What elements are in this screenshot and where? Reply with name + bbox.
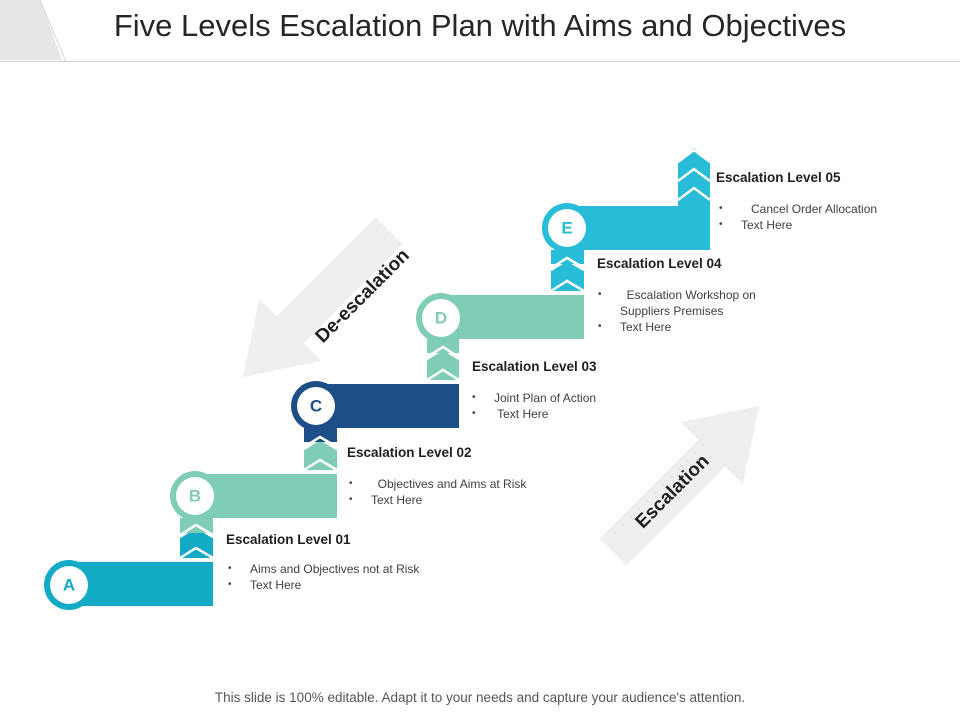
level-01-bullets: Aims and Objectives not at Risk Text Her… <box>228 561 419 593</box>
level-a-step: A <box>44 525 214 610</box>
bullet-item: Text Here <box>228 577 419 593</box>
step-chevron-line <box>179 523 214 537</box>
level-badge-inner <box>422 299 460 337</box>
level-03-title: Escalation Level 03 <box>472 359 597 374</box>
level-05-bullets: Cancel Order Allocation Text Here <box>719 201 877 233</box>
step-chevron-line <box>426 368 460 382</box>
slide-title: Five Levels Escalation Plan with Aims an… <box>113 8 847 43</box>
step-chevron-line <box>303 458 338 472</box>
corner-shape <box>0 0 62 60</box>
level-03-bullets: Joint Plan of Action Text Here <box>472 390 596 422</box>
bullet-item: Text Here <box>719 217 877 233</box>
level-e-step: E <box>542 148 711 270</box>
level-04-title: Escalation Level 04 <box>597 256 722 271</box>
step-chevron-line <box>550 256 585 270</box>
step-chevron <box>678 148 710 206</box>
level-letter: D <box>435 308 447 327</box>
level-letter: E <box>561 218 572 237</box>
level-c-step: C <box>291 347 460 449</box>
level-letter: A <box>63 575 75 594</box>
deescalation-arrow: De-escalation <box>242 217 414 378</box>
corner-line <box>39 0 67 63</box>
escalation-arrow: Escalation <box>599 405 760 566</box>
bullet-item: Text Here <box>598 319 756 335</box>
level-d-step: D <box>416 258 585 359</box>
step-chevron-line <box>426 345 460 359</box>
level-b-step: B <box>170 437 338 537</box>
level-04-bullets: Escalation Workshop on Suppliers Premise… <box>598 287 756 335</box>
step-chevron-line <box>179 546 214 560</box>
step-connector <box>304 428 337 442</box>
level-badge-inner <box>50 566 88 604</box>
escalation-arrow-shape <box>599 405 760 566</box>
escalation-label: Escalation <box>632 451 714 533</box>
bullet-item: Cancel Order Allocation <box>719 201 877 217</box>
step-chevron-line <box>303 435 338 449</box>
step-chevron <box>304 439 337 470</box>
level-02-bullets: Objectives and Aims at Risk Text Here <box>349 476 526 508</box>
step-chevron-line <box>677 186 711 201</box>
level-05-title: Escalation Level 05 <box>716 170 841 185</box>
level-badge-inner <box>176 477 214 515</box>
step-chevron-line <box>677 148 711 163</box>
level-letter: B <box>189 486 201 505</box>
step-chevron-line <box>550 279 585 293</box>
bullet-item: Text Here <box>349 492 526 508</box>
bullet-item-continued: Suppliers Premises <box>620 304 724 318</box>
level-01-title: Escalation Level 01 <box>226 532 351 547</box>
step-chevron <box>427 349 459 380</box>
level-badge-inner <box>548 209 586 247</box>
bullet-item: Aims and Objectives not at Risk <box>228 561 419 577</box>
corner-decoration <box>0 0 67 63</box>
step-chevron <box>551 260 584 291</box>
bullet-item: Text Here <box>472 406 596 422</box>
footer-note: This slide is 100% editable. Adapt it to… <box>214 690 746 705</box>
step-chevron <box>180 527 213 558</box>
deescalation-arrow-shape <box>242 217 403 378</box>
bullet-item: Joint Plan of Action <box>472 390 596 406</box>
level-letter: C <box>310 396 322 415</box>
level-02-title: Escalation Level 02 <box>347 445 472 460</box>
bullet-item: Escalation Workshop on <box>598 287 756 303</box>
level-badge-inner <box>297 387 335 425</box>
title-divider <box>0 61 960 62</box>
bullet-item: Objectives and Aims at Risk <box>349 476 526 492</box>
step-chevron-line <box>677 167 711 182</box>
